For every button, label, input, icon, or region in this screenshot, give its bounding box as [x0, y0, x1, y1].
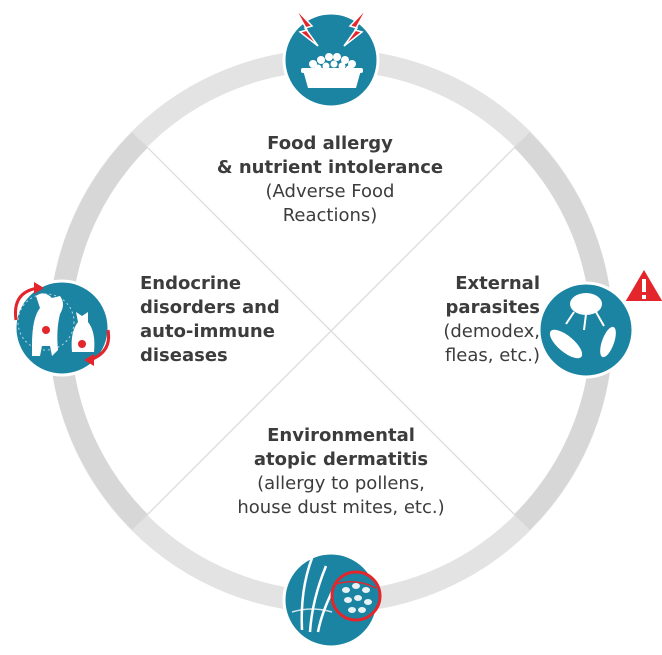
divider-line-2	[139, 139, 523, 523]
dermatitis-subtitle-line1: (allergy to pollens,	[257, 473, 425, 494]
food-allergy-title-line2: & nutrient intolerance	[216, 157, 444, 178]
ring-segment-bottom-left	[51, 360, 148, 530]
dermatitis-subtitle-line2: house dust mites, etc.)	[237, 497, 445, 518]
parasites-icon	[537, 267, 662, 379]
ring-segment-top-right	[514, 132, 611, 302]
parasites-title-line1: External	[455, 273, 540, 294]
dermatitis-title-line1: Environmental	[267, 425, 415, 446]
parasites-subtitle-line1: (demodex,	[443, 321, 540, 342]
food-allergy-label: Food allergy & nutrient intolerance (Adv…	[190, 132, 470, 228]
endocrine-label: Endocrine disorders and auto-immune dise…	[140, 272, 310, 368]
external-parasites-label: External parasites (demodex, fleas, etc.…	[400, 272, 540, 368]
food-bowl-icon	[282, 7, 380, 109]
atopic-dermatitis-label: Environmental atopic dermatitis (allergy…	[210, 424, 472, 520]
dog-cat-icon	[13, 279, 111, 377]
ring-segment-bottom-right	[514, 360, 611, 530]
endocrine-title-line3: auto-immune	[140, 321, 275, 342]
skin-magnifier-icon	[282, 551, 382, 649]
parasites-title-line2: parasites	[445, 297, 540, 318]
parasites-subtitle-line2: fleas, etc.)	[444, 345, 540, 366]
food-allergy-subtitle-line1: (Adverse Food	[265, 181, 395, 202]
endocrine-title-line4: diseases	[140, 345, 228, 366]
ring-segment-top-left	[51, 132, 148, 302]
food-allergy-subtitle-line2: Reactions)	[282, 205, 378, 226]
endocrine-title-line2: disorders and	[140, 297, 280, 318]
dermatitis-title-line2: atopic dermatitis	[253, 449, 429, 470]
food-allergy-title-line1: Food allergy	[267, 133, 393, 154]
endocrine-title-line1: Endocrine	[140, 273, 242, 294]
